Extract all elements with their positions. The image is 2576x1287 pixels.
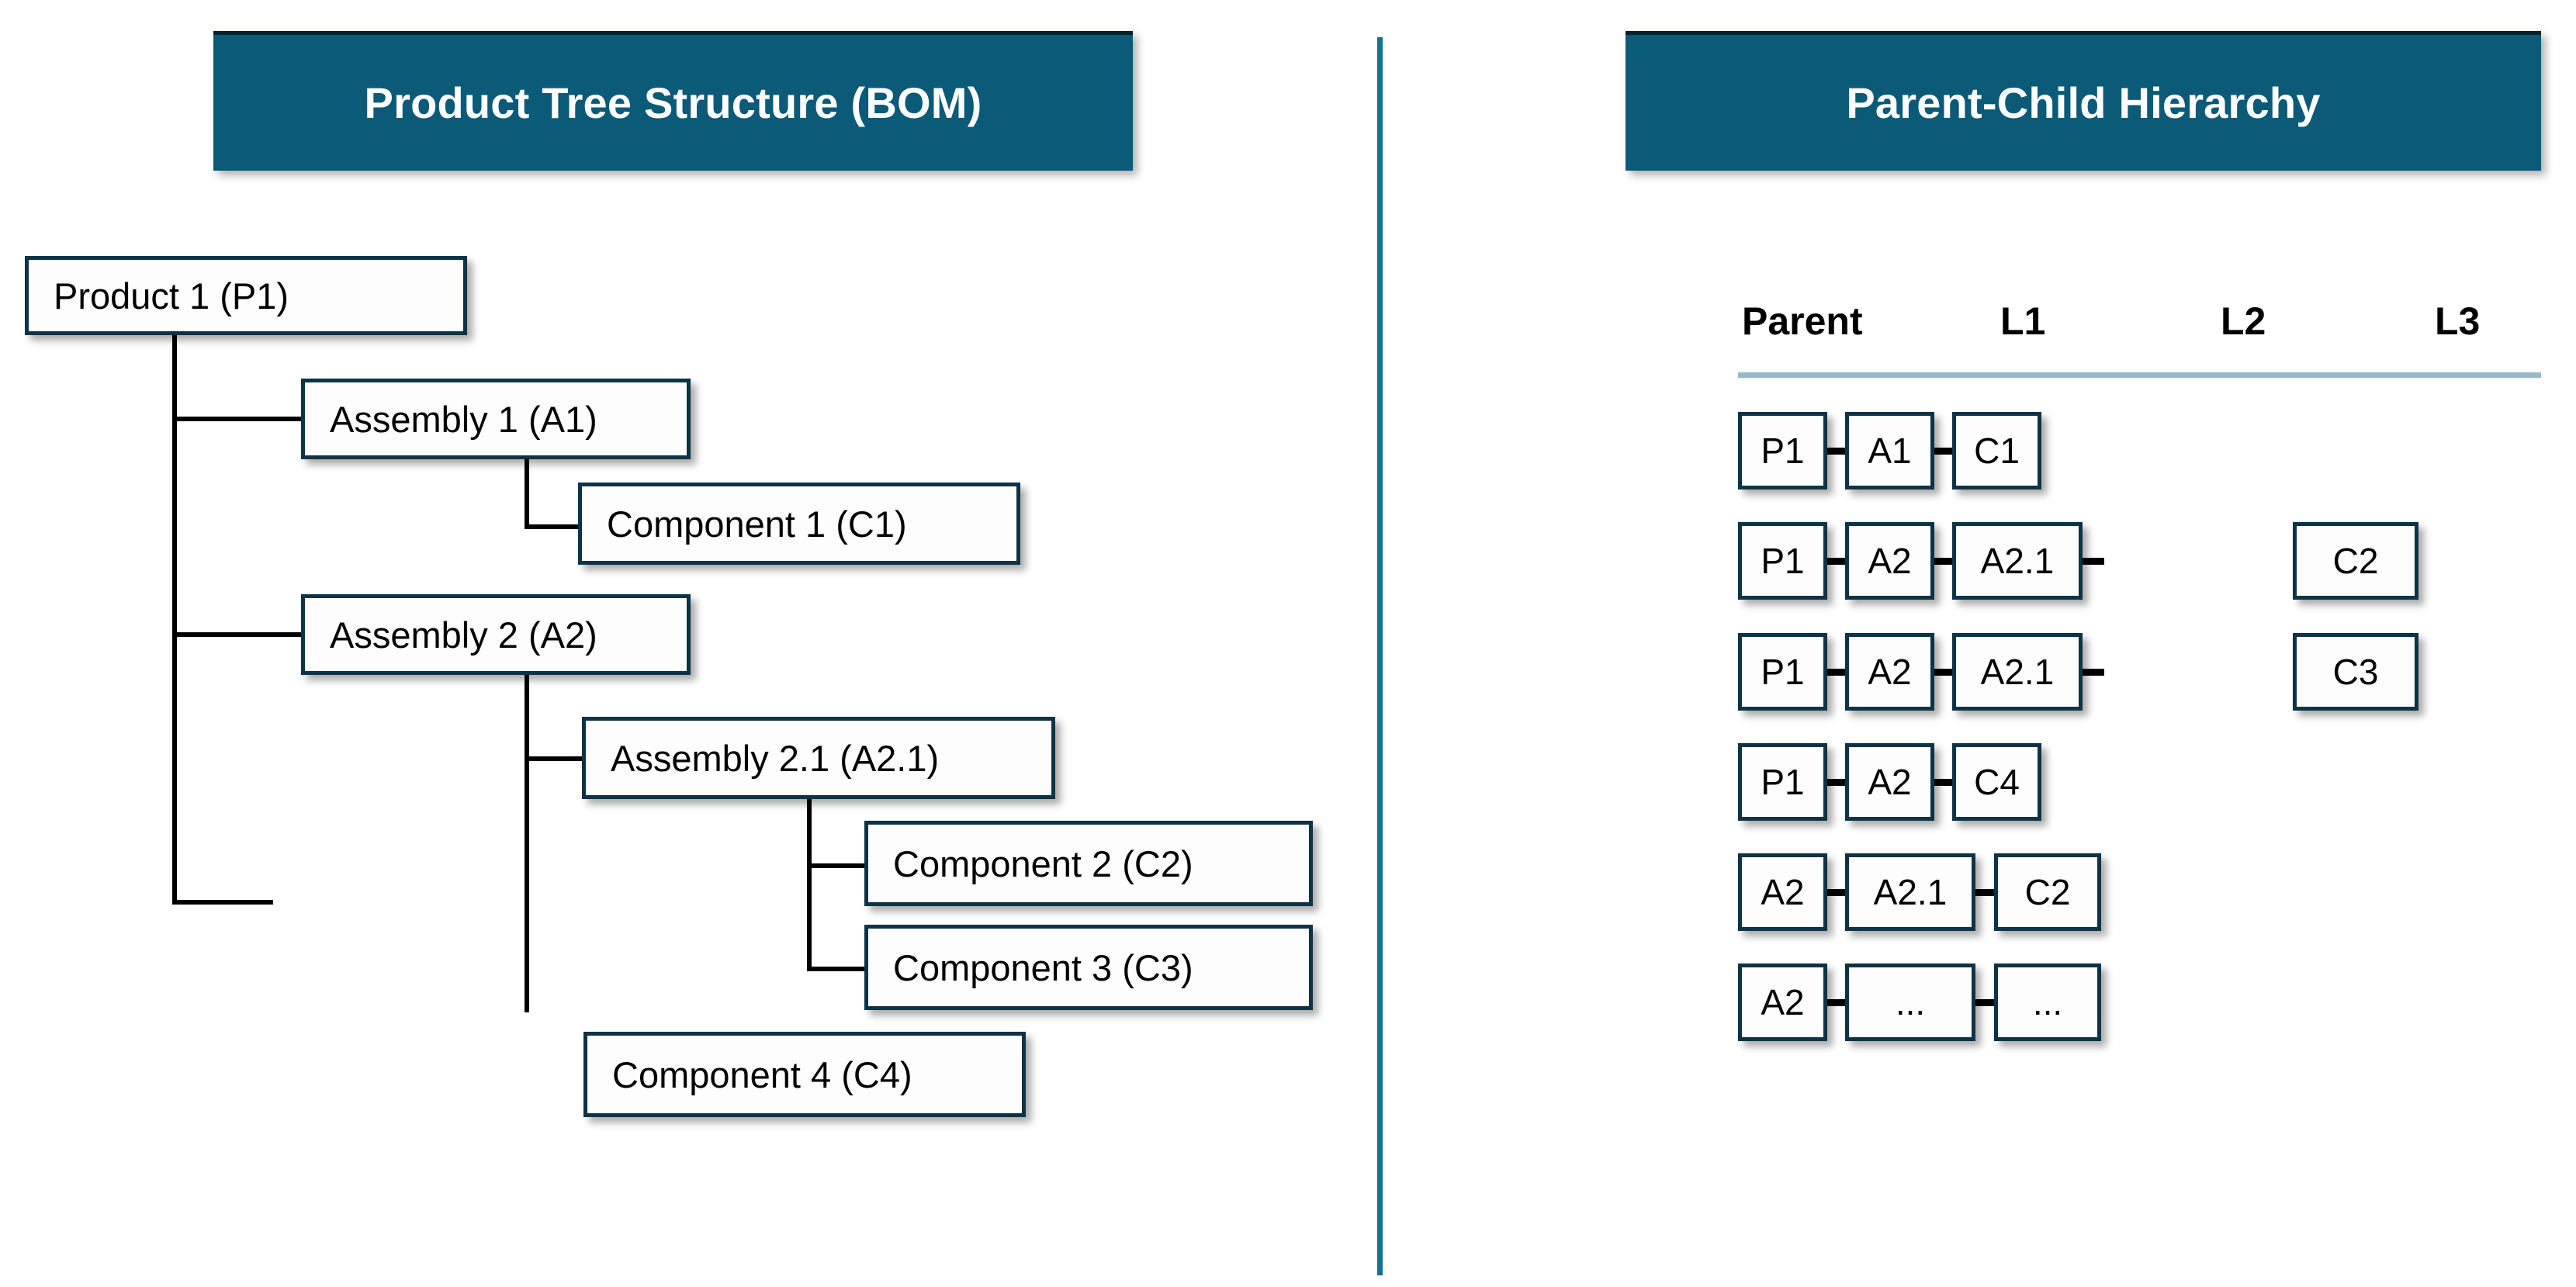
- table-cell-l2[interactable]: C1: [1952, 412, 2041, 490]
- table-cell-l1[interactable]: A2: [1845, 522, 1934, 600]
- column-header-parent: Parent: [1742, 299, 1863, 343]
- column-header-l1: L1: [2000, 299, 2046, 343]
- row-link: [2083, 558, 2104, 565]
- tree-node-component-3[interactable]: Component 3 (C3): [864, 925, 1313, 1010]
- tree-connector-p1-to-c4: [172, 900, 273, 905]
- table-cell-l2[interactable]: C4: [1952, 743, 2041, 821]
- row-link: [1934, 448, 1952, 455]
- tree-connector-a21-to-c2: [807, 863, 864, 868]
- right-panel-banner: Parent-Child Hierarchy: [1626, 31, 2541, 171]
- tree-connector-a21-to-c3: [807, 967, 864, 971]
- row-link: [1934, 558, 1952, 565]
- tree-connector-p1-to-a1: [172, 417, 303, 421]
- table-header-rule: [1738, 372, 2541, 378]
- column-header-l3: L3: [2435, 299, 2481, 343]
- table-cell-parent[interactable]: P1: [1738, 743, 1827, 821]
- table-cell-l1[interactable]: A2.1: [1845, 853, 1975, 931]
- table-cell-l3[interactable]: C2: [2293, 522, 2418, 600]
- table-cell-l1[interactable]: A2: [1845, 743, 1934, 821]
- panel-divider: [1377, 37, 1383, 1275]
- table-cell-l2[interactable]: A2.1: [1952, 633, 2083, 711]
- tree-connector-a1-to-c1: [525, 524, 582, 529]
- row-link: [1934, 779, 1952, 786]
- row-link: [1827, 669, 1845, 676]
- tree-node-component-4[interactable]: Component 4 (C4): [583, 1032, 1026, 1117]
- row-link: [1827, 448, 1845, 455]
- tree-node-assembly-1[interactable]: Assembly 1 (A1): [301, 379, 691, 459]
- table-cell-l3[interactable]: C3: [2293, 633, 2418, 711]
- tree-connector-p1-trunk: [172, 335, 177, 905]
- table-cell-parent[interactable]: P1: [1738, 522, 1827, 600]
- table-cell-parent[interactable]: A2: [1738, 964, 1827, 1041]
- column-header-l2: L2: [2221, 299, 2266, 343]
- tree-connector-a21-trunk: [807, 799, 812, 971]
- row-link: [1975, 999, 1994, 1006]
- row-link: [1975, 889, 1994, 896]
- row-link: [1827, 999, 1845, 1006]
- row-link: [1827, 889, 1845, 896]
- tree-node-assembly-2[interactable]: Assembly 2 (A2): [301, 594, 691, 675]
- tree-connector-a2-to-a21: [525, 756, 582, 761]
- table-cell-l1[interactable]: A2: [1845, 633, 1934, 711]
- table-cell-parent[interactable]: A2: [1738, 853, 1827, 931]
- row-link: [1827, 558, 1845, 565]
- table-cell-l1[interactable]: A1: [1845, 412, 1934, 490]
- tree-node-component-2[interactable]: Component 2 (C2): [864, 821, 1313, 906]
- tree-node-component-1[interactable]: Component 1 (C1): [578, 483, 1020, 565]
- table-cell-l2[interactable]: A2.1: [1952, 522, 2083, 600]
- table-cell-parent[interactable]: P1: [1738, 412, 1827, 490]
- tree-connector-a1-trunk: [525, 459, 529, 529]
- row-link: [1827, 779, 1845, 786]
- tree-connector-a2-trunk: [525, 675, 529, 1012]
- table-cell-l2[interactable]: ...: [1994, 964, 2101, 1041]
- table-cell-parent[interactable]: P1: [1738, 633, 1827, 711]
- table-cell-l1[interactable]: ...: [1845, 964, 1975, 1041]
- tree-connector-p1-to-a2: [172, 632, 303, 637]
- left-panel-banner: Product Tree Structure (BOM): [213, 31, 1133, 171]
- tree-node-product-1[interactable]: Product 1 (P1): [25, 256, 467, 335]
- tree-node-assembly-2-1[interactable]: Assembly 2.1 (A2.1): [582, 717, 1055, 799]
- row-link: [1934, 669, 1952, 676]
- table-cell-l2[interactable]: C2: [1994, 853, 2101, 931]
- row-link: [2083, 669, 2104, 676]
